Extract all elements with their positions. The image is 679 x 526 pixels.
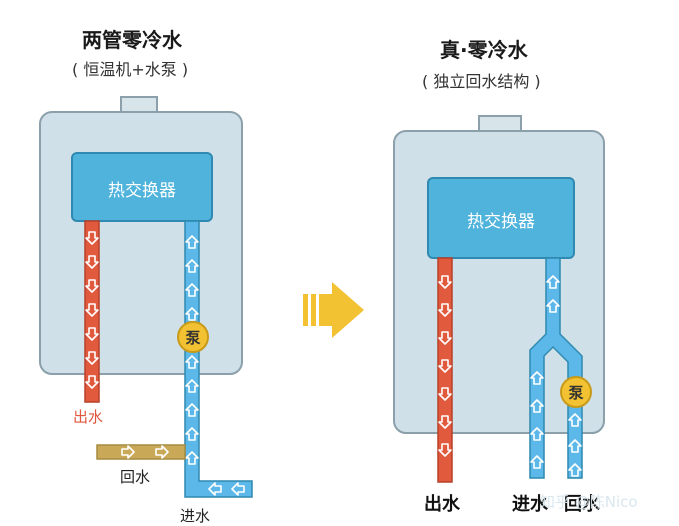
right-pump	[560, 376, 592, 408]
right-hot-pipe	[437, 257, 453, 483]
right-cold-pipe	[529, 257, 583, 479]
left-title: 两管零冷水	[82, 28, 182, 52]
left-exchanger-label: 热交换器	[108, 181, 176, 201]
left-pump-label: 泵	[185, 329, 201, 347]
left-return-pipe	[96, 444, 186, 460]
right-heater	[393, 115, 605, 483]
transition-arrow	[303, 282, 364, 338]
right-in-label: 进水	[512, 494, 548, 515]
left-heater	[39, 96, 253, 498]
right-exchanger-label: 热交换器	[467, 212, 535, 232]
watermark: 知乎 @陈Nico	[540, 493, 638, 511]
right-title: 真·零冷水	[440, 38, 528, 62]
right-pump-label: 泵	[568, 384, 584, 402]
left-subtitle: ( 恒温机+水泵 )	[72, 60, 189, 79]
left-pump	[177, 321, 209, 353]
left-out-label: 出水	[73, 408, 104, 426]
right-subtitle: ( 独立回水结构 )	[422, 72, 541, 91]
left-tank	[39, 111, 243, 375]
left-in-label: 进水	[180, 507, 211, 525]
right-out-label: 出水	[424, 494, 460, 515]
right-return-label: 回水	[564, 494, 600, 515]
right-heat-exchanger	[427, 177, 575, 259]
left-return-label: 回水	[120, 468, 151, 486]
left-heat-exchanger	[71, 152, 213, 222]
